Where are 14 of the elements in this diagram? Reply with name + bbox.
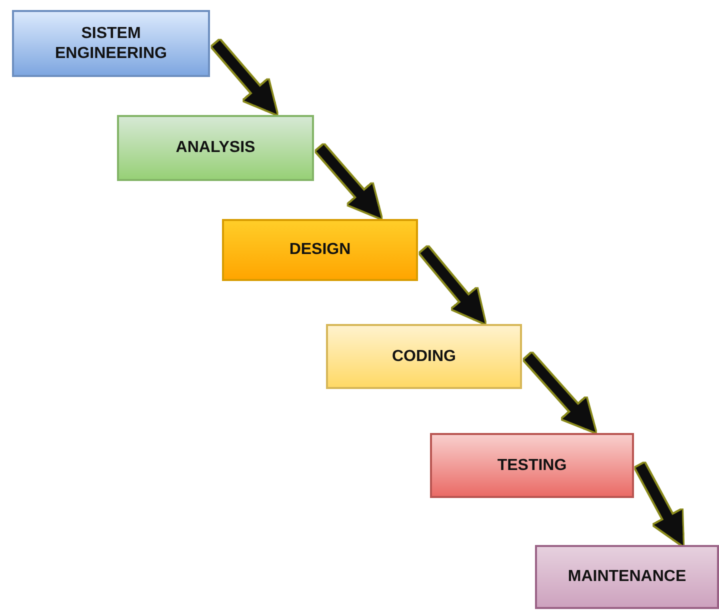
process-box xyxy=(117,115,314,181)
arrow xyxy=(524,353,596,432)
step-label: MAINTENANCE xyxy=(566,567,688,587)
arrow xyxy=(420,246,486,324)
step-label: DESIGN xyxy=(288,240,352,260)
step-label: ANALYSIS xyxy=(174,138,256,158)
process-box xyxy=(12,10,210,77)
step-label: TESTING xyxy=(496,456,568,476)
process-box xyxy=(222,219,418,281)
process-box xyxy=(430,433,634,498)
process-box xyxy=(326,324,522,389)
step-label: SISTEM ENGINEERING xyxy=(54,24,168,63)
step-label: CODING xyxy=(391,346,457,366)
process-box xyxy=(535,545,719,609)
